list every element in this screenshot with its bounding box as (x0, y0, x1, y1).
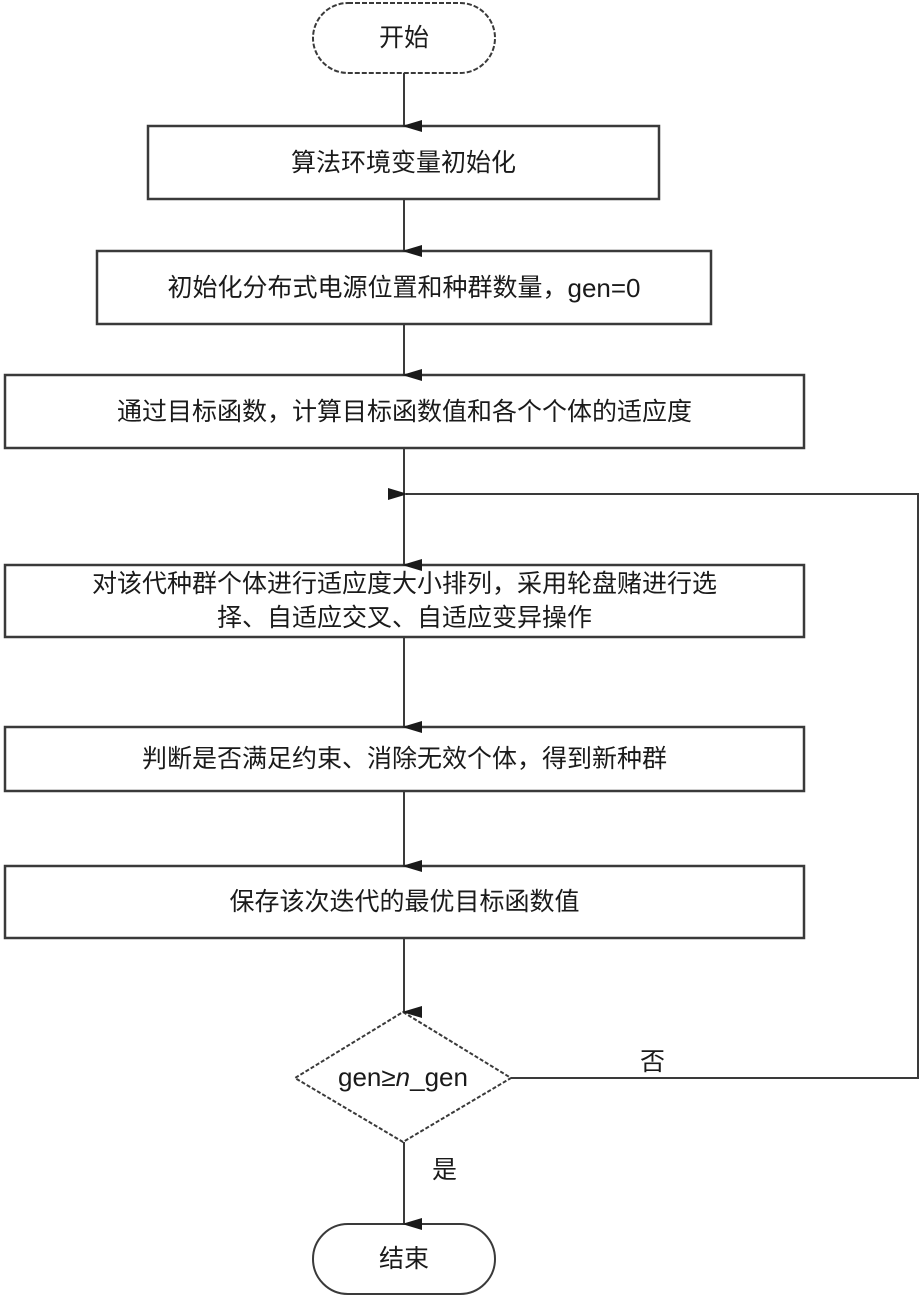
init-pop-box: 初始化分布式电源位置和种群数量，gen=0 (97, 251, 711, 324)
init-env-box-shape (146, 124, 661, 201)
constraint-box: 判断是否满足约束、消除无效个体，得到新种群 (5, 727, 804, 791)
decision-italic: n (395, 1062, 411, 1092)
constraint-label: 判断是否满足约束、消除无效个体，得到新种群 (141, 744, 667, 773)
save-best-box-shape (3, 864, 806, 940)
end-label: 结束 (378, 1244, 429, 1273)
yes-branch-label: 是 (432, 1155, 458, 1184)
init-env-box: 算法环境变量初始化 (148, 126, 659, 199)
fitness-label: 通过目标函数，计算目标函数值和各个个体的适应度 (116, 396, 692, 426)
ga-ops-box-shape (3, 563, 806, 639)
ga-ops-label-line2: 择、自适应交叉、自适应变异操作 (216, 603, 592, 632)
fitness-box: 通过目标函数，计算目标函数值和各个个体的适应度 (5, 375, 804, 448)
no-branch-label: 否 (640, 1047, 666, 1076)
start-terminal: 开始 (313, 3, 495, 73)
ga-ops-box: 对该代种群个体进行适应度大小排列，采用轮盘赌进行选 择、自适应交叉、自适应变异操… (5, 565, 804, 637)
gen-init-label: gen=0 (567, 272, 641, 303)
fitness-box-shape (3, 373, 806, 450)
init-pop-label: 初始化分布式电源位置和种群数量， (167, 272, 568, 302)
edge-decision-loop-back (388, 488, 919, 1079)
save-best-label: 保存该次迭代的最优目标函数值 (229, 887, 580, 916)
save-best-box: 保存该次迭代的最优目标函数值 (5, 866, 804, 938)
init-env-label: 算法环境变量初始化 (290, 147, 516, 177)
constraint-box-shape (3, 725, 806, 793)
decision-pre: gen≥ (338, 1062, 396, 1092)
decision-post: _gen (410, 1062, 468, 1092)
end-terminal: 结束 (313, 1224, 495, 1294)
ga-ops-label-line1: 对该代种群个体进行适应度大小排列，采用轮盘赌进行选 (91, 569, 717, 598)
decision-node: gen≥n_gen (295, 1012, 511, 1142)
start-label: 开始 (378, 23, 429, 52)
